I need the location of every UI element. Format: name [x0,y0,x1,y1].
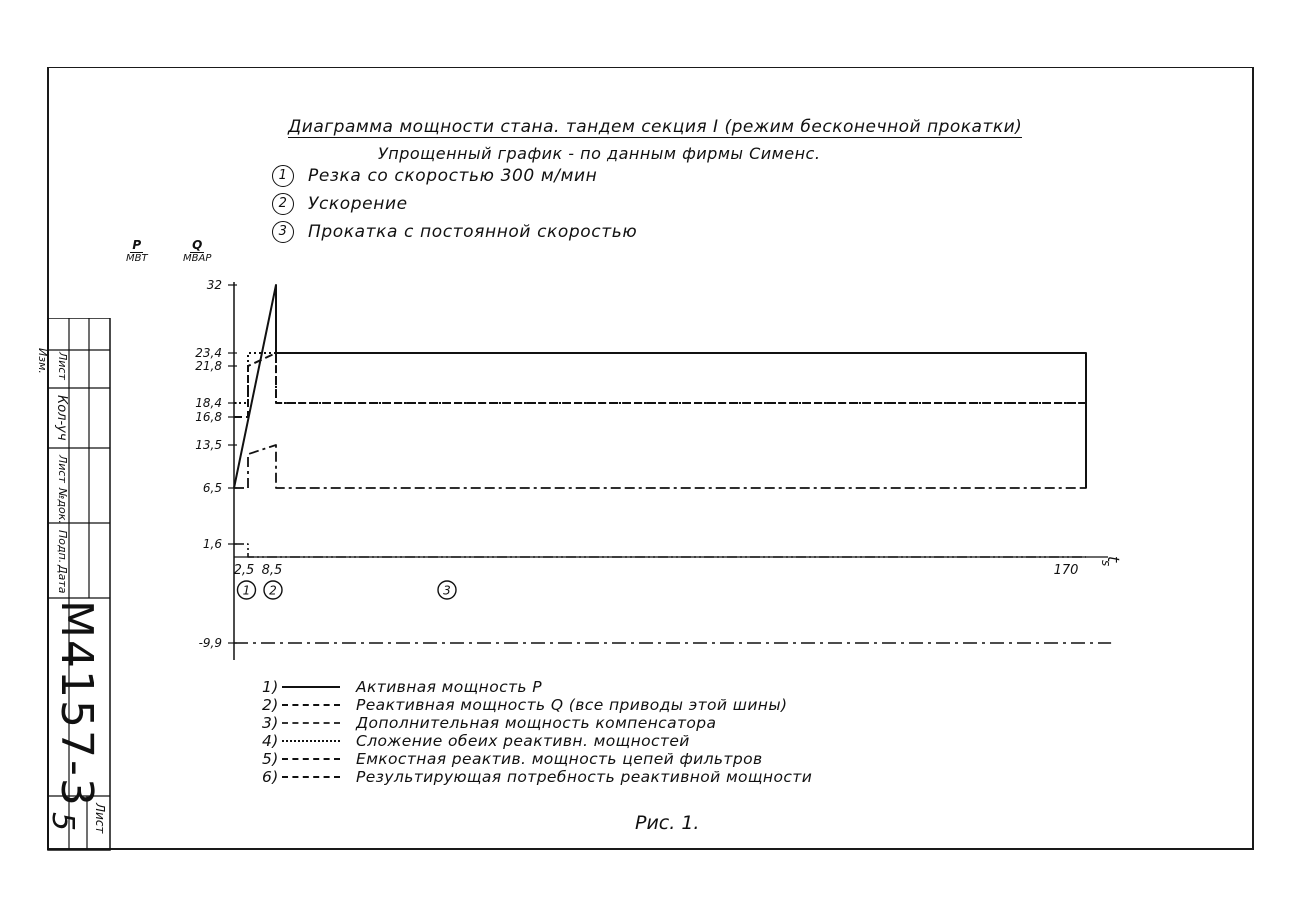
y-tick-label: 32 [207,278,222,292]
y-tick-label: 18,4 [195,396,222,410]
t-axis-label: t [1104,556,1123,563]
series-line-6 [234,444,1087,489]
phase-marker-label-1: 1 [243,584,251,598]
y-tick-label: 6,5 [203,481,222,495]
x-tick-label: 170 [1054,563,1079,578]
phase-marker-2 [263,580,283,600]
phase-marker-label-3: 3 [443,584,451,598]
y-tick-label: 23,4 [195,346,222,360]
y-tick-label: 13,5 [195,438,222,452]
series-line-4 [234,352,1086,404]
x-tick-label: 8,5 [262,563,283,578]
mode-text-1: Резка со скоростью 300 м/мин [308,166,598,186]
x-tick-label: 2,5 [234,563,255,578]
phase-marker-1 [236,580,257,600]
legend-entry-1: 1) Активная мощность P [262,678,543,696]
legend-entry-6: 6) Результирующая потребность реактивной… [262,768,813,786]
legend-swatch-dashdot [282,758,340,760]
phase-marker-label-2: 2 [269,584,277,598]
legend-swatch-solid [282,686,340,688]
legend-entry-4: 4) Сложение обеих реактивн. мощностей [262,732,690,750]
mode-text-2: Ускорение [308,194,408,214]
t-axis-unit: s [1099,560,1113,566]
legend-swatch-dashdashdot [282,776,340,778]
chart-title: Диаграмма мощности стана. тандем секция … [288,117,1023,138]
mode-number-2: 2 [272,193,294,215]
legend-swatch-dashdotdot [282,722,340,724]
mode-item-1: 1 Резка со скоростью 300 м/мин [272,165,597,187]
legend-swatch-dotted [282,740,340,742]
mode-text-3: Прокатка с постоянной скоростью [308,222,638,242]
chart-subtitle: Упрощенный график - по данным фирмы Симе… [378,144,821,163]
y-tick-label: 16,8 [195,410,222,424]
legend-entry-2: 2) Реактивная мощность Q (все приводы эт… [262,696,788,714]
legend-entry-3: 3) Дополнительная мощность компенсатора [262,714,717,732]
chart-legend: 1) Активная мощность P 2) Реактивная мощ… [262,678,812,786]
series-line-3 [234,543,1086,558]
legend-entry-5: 5) Емкостная реактив. мощность цепей фил… [262,750,763,768]
figure-caption: Рис. 1. [635,812,700,834]
y-tick-label: 21,8 [195,359,222,373]
mode-item-2: 2 Ускорение [272,193,408,215]
y-tick-label: 1,6 [203,537,222,551]
y-tick-label: -9,9 [199,636,222,650]
legend-swatch-dashed [282,704,340,706]
mode-number-3: 3 [272,221,294,243]
series-line-1 [233,284,1087,489]
phase-marker-3 [437,580,457,600]
mode-item-3: 3 Прокатка с постоянной скоростью [272,221,637,243]
mode-number-1: 1 [272,165,294,187]
side-stamp [47,318,111,851]
q-axis-unit: Q МВАР [183,238,212,264]
series-line-2 [234,352,1087,418]
p-axis-unit: P МВТ [126,238,148,264]
